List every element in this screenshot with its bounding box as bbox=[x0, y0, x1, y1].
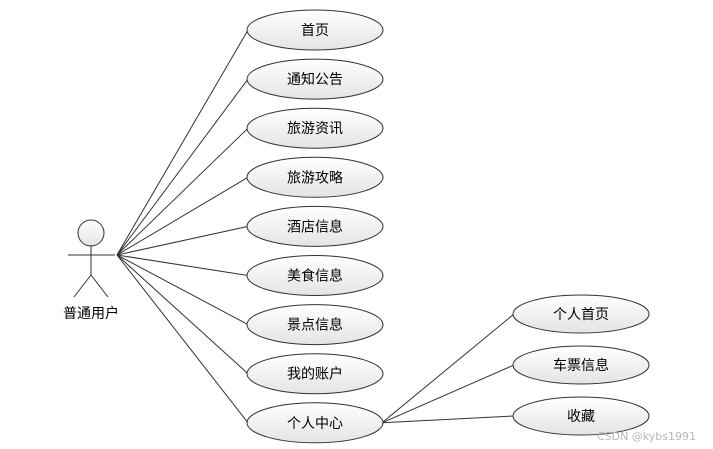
sub-use-case-label: 收藏 bbox=[567, 409, 595, 425]
association-line-scenic bbox=[116, 254, 249, 326]
use-case-travel-info[interactable]: 旅游资讯 bbox=[246, 107, 384, 149]
association-line-ticket bbox=[381, 364, 515, 424]
association-line-home bbox=[116, 29, 249, 256]
actor-right-leg bbox=[90, 274, 109, 298]
sub-use-case-label: 个人首页 bbox=[553, 307, 609, 323]
association-line-personal-home bbox=[381, 313, 515, 424]
watermark: CSDN @kybs1991 bbox=[597, 430, 696, 443]
use-case-travel-guide[interactable]: 旅游攻略 bbox=[246, 156, 384, 198]
actor-head bbox=[77, 219, 105, 247]
actor-label: 普通用户 bbox=[63, 305, 119, 322]
use-case-ellipse bbox=[246, 304, 384, 346]
use-case-label: 美食信息 bbox=[287, 268, 343, 285]
association-line-travel-guide bbox=[116, 176, 249, 256]
use-case-ellipse bbox=[246, 107, 384, 149]
sub-use-case-label: 车票信息 bbox=[553, 357, 609, 374]
use-case-ellipse bbox=[246, 402, 384, 444]
use-case-ellipse bbox=[246, 205, 384, 247]
use-case-food[interactable]: 美食信息 bbox=[246, 255, 384, 296]
use-case-ellipse bbox=[246, 9, 384, 51]
association-line-notice bbox=[116, 78, 249, 256]
sub-use-case-ticket[interactable]: 车票信息 bbox=[512, 345, 650, 385]
use-case-hotel[interactable]: 酒店信息 bbox=[246, 205, 384, 247]
sub-use-case-personal-home[interactable]: 个人首页 bbox=[512, 294, 650, 334]
sub-use-case-ellipse bbox=[512, 345, 650, 385]
use-case-ellipse bbox=[246, 58, 384, 100]
sub-use-case-favorites[interactable]: 收藏 bbox=[512, 396, 650, 436]
use-case-label: 我的账户 bbox=[287, 366, 343, 383]
use-case-label: 景点信息 bbox=[287, 317, 343, 334]
actor-left-leg bbox=[73, 274, 92, 298]
use-case-label: 通知公告 bbox=[287, 71, 343, 88]
association-line-food bbox=[116, 254, 249, 276]
use-case-scenic[interactable]: 景点信息 bbox=[246, 304, 384, 346]
use-case-notice[interactable]: 通知公告 bbox=[246, 58, 384, 100]
sub-use-case-ellipse bbox=[512, 294, 650, 334]
use-case-label: 首页 bbox=[301, 23, 329, 39]
association-line-favorites bbox=[381, 415, 515, 424]
use-case-label: 旅游攻略 bbox=[287, 170, 343, 186]
sub-use-case-ellipse bbox=[512, 396, 650, 436]
use-case-account[interactable]: 我的账户 bbox=[246, 353, 384, 395]
association-line-hotel bbox=[116, 225, 249, 256]
association-line-account bbox=[116, 254, 249, 375]
use-case-home[interactable]: 首页 bbox=[246, 9, 384, 51]
use-case-ellipse bbox=[246, 156, 384, 198]
use-case-label: 旅游资讯 bbox=[287, 121, 343, 137]
use-case-personal-center[interactable]: 个人中心 bbox=[246, 402, 384, 444]
association-line-travel-info bbox=[116, 127, 249, 256]
use-case-label: 酒店信息 bbox=[287, 218, 343, 235]
use-case-ellipse bbox=[246, 255, 384, 296]
association-lines bbox=[116, 29, 515, 424]
use-case-ellipse bbox=[246, 353, 384, 395]
association-line-personal-center bbox=[116, 254, 249, 424]
use-case-label: 个人中心 bbox=[287, 416, 343, 432]
actor-figure: 普通用户 bbox=[63, 219, 119, 322]
